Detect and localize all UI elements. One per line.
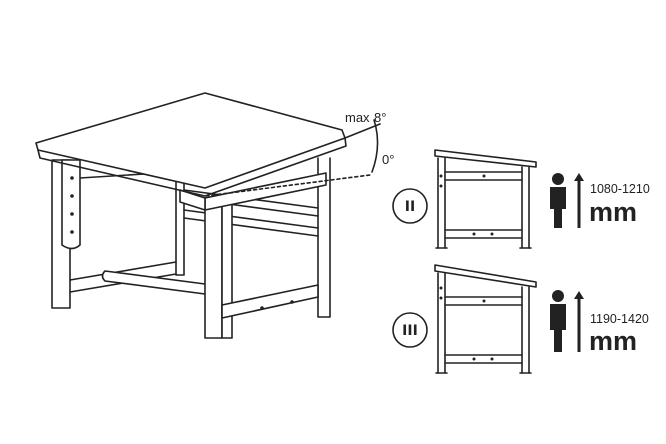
- height-unit: mm: [589, 326, 637, 356]
- level-badge-circle: [392, 312, 428, 348]
- level-badge-circle: [392, 188, 428, 224]
- height-range: 1190-1420: [590, 312, 649, 326]
- arrow-up-icon: [574, 291, 584, 352]
- level-label: III: [402, 323, 418, 339]
- arrow-up-icon: [574, 173, 584, 228]
- height-unit: mm: [589, 197, 637, 227]
- tilt-max-value: 8°: [374, 110, 386, 125]
- desk-illustration: [35, 92, 381, 339]
- tilt-max-label: max: [345, 110, 370, 125]
- desk-side-view: [434, 149, 537, 249]
- child-figure-icon: [550, 173, 566, 228]
- tilt-min-value: 0°: [382, 152, 394, 167]
- height-range: 1080-1210: [590, 182, 650, 196]
- setting-level-II: II 1080-1210 mm: [392, 149, 650, 249]
- child-figure-icon: [550, 290, 566, 352]
- level-label: II: [405, 199, 415, 215]
- setting-level-III: III 1190-1420 mm: [392, 264, 649, 374]
- desk-side-view: [434, 264, 537, 374]
